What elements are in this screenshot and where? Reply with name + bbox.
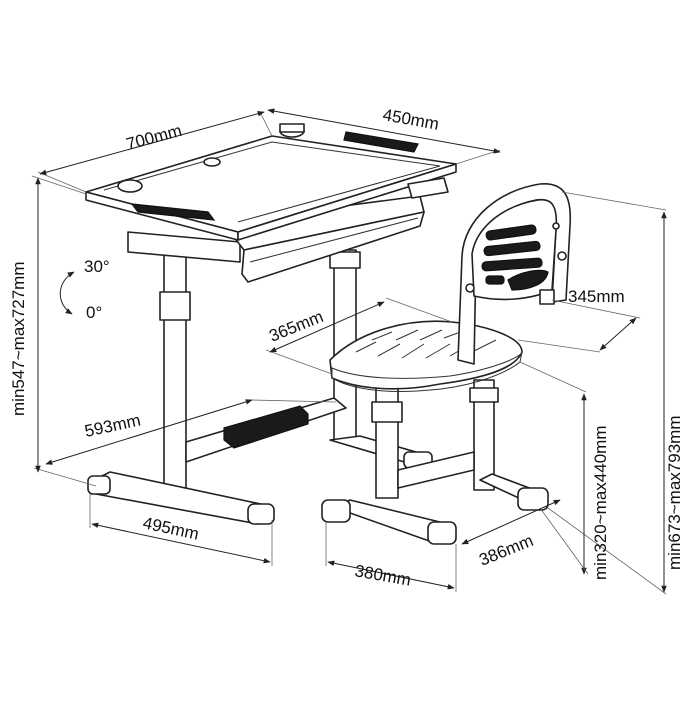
label-chair-total-height: min673~max793mm <box>665 416 684 571</box>
label-chair-seat-height: min320~max440mm <box>591 426 610 581</box>
desk-grip-front <box>130 203 216 221</box>
chair-base-bar <box>397 451 475 489</box>
label-desk-width: 700mm <box>124 121 184 154</box>
chair-left-clamp <box>371 401 403 423</box>
label-desk-height: min547~max727mm <box>9 262 28 417</box>
chair-foot-cap-2 <box>427 521 457 545</box>
desk-frame <box>127 231 241 263</box>
desk-left-leg-clamp <box>159 291 191 321</box>
desk-knob-body <box>279 123 305 133</box>
chair-foot-cap-3 <box>517 487 549 511</box>
chair-foot-cap-1 <box>321 499 351 523</box>
label-chair-seat-width: 365mm <box>266 307 326 346</box>
label-chair-base-width: 380mm <box>353 561 412 590</box>
chair-back-screw-2 <box>557 251 567 261</box>
label-tilt-min: 0° <box>86 303 102 322</box>
label-chair-back-width: 345mm <box>568 287 625 306</box>
desk-tilt-bracket <box>407 177 449 199</box>
desk-pen-hole <box>203 157 221 167</box>
label-desk-foot-length: 495mm <box>141 513 200 543</box>
chair-seat <box>329 320 523 390</box>
chair-back-screw-1 <box>465 283 475 293</box>
chair-right-clamp <box>469 387 499 403</box>
label-desk-depth: 450mm <box>381 105 440 134</box>
label-chair-base-depth: 386mm <box>476 531 536 570</box>
chair-back-bracket <box>539 289 555 305</box>
label-tilt-max: 30° <box>84 257 110 276</box>
chair-backrest-slots <box>481 224 549 291</box>
desk-right-leg-clamp <box>329 251 361 269</box>
desk-cable-hole <box>117 179 143 193</box>
dimension-lines <box>31 108 667 595</box>
desk-drawer-front <box>241 211 425 283</box>
desk-left-leg <box>163 239 187 497</box>
chair-back-screw-3 <box>552 222 560 230</box>
desk <box>85 123 457 525</box>
desktop-edge-side <box>237 163 457 241</box>
desk-foot-cap-front <box>247 503 275 525</box>
desk-footrest <box>223 405 309 449</box>
desk-foot-cap-back <box>87 475 111 495</box>
